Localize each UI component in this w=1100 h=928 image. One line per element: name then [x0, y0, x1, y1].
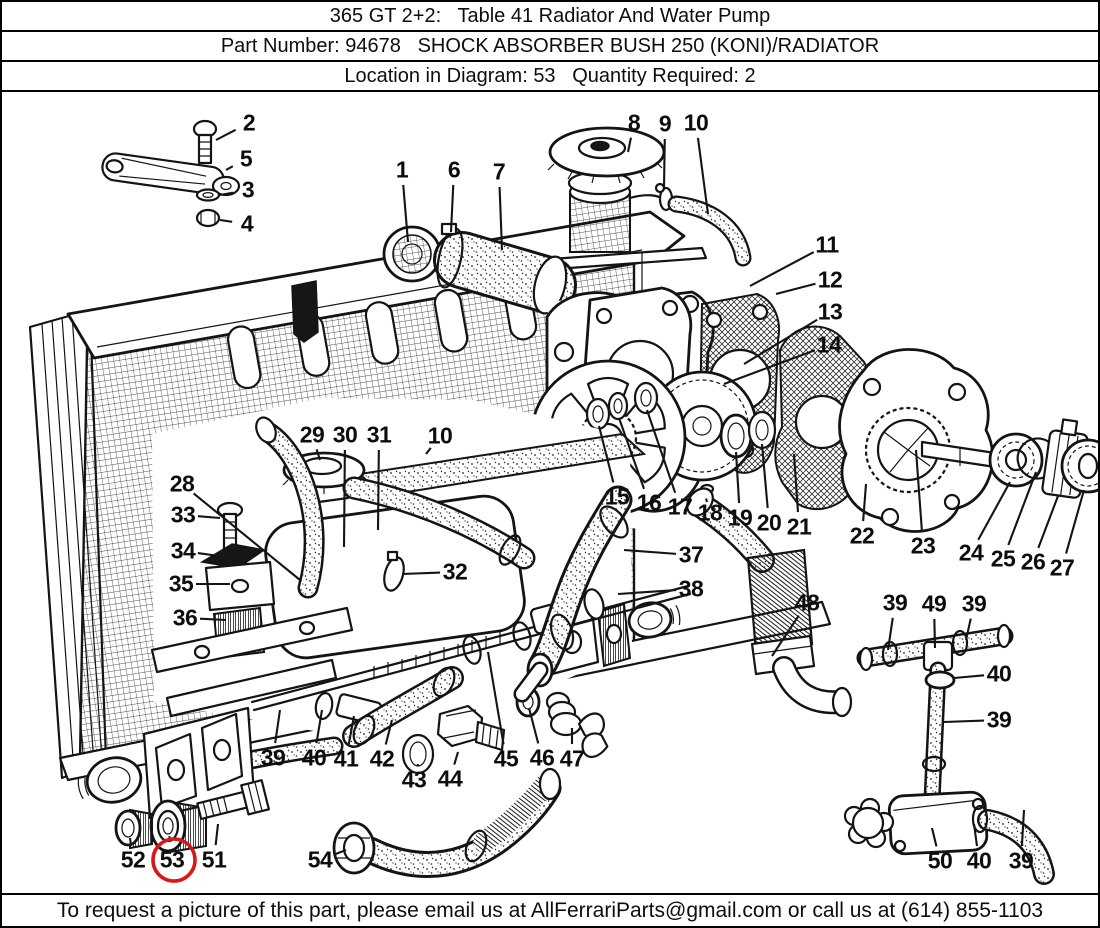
leader-line-44 — [453, 751, 460, 765]
leader-line-40 — [315, 709, 324, 744]
engine-pipe-rod — [250, 584, 692, 712]
leader-line-9 — [662, 138, 666, 189]
leader-line-48 — [771, 614, 800, 657]
braided-hose — [686, 487, 853, 718]
leader-line-14 — [723, 349, 816, 385]
leader-line-50 — [930, 827, 938, 847]
leader-line-1 — [402, 184, 410, 243]
leader-line-39 — [1020, 809, 1026, 847]
footer-contact-bar: To request a picture of this part, pleas… — [2, 893, 1098, 926]
heater-tee-assembly — [843, 623, 1055, 885]
leader-line-24 — [977, 481, 1011, 541]
leader-line-22 — [862, 483, 868, 522]
leader-line-36 — [199, 617, 227, 622]
leader-line-28 — [192, 492, 301, 581]
leader-line-7 — [498, 186, 504, 251]
leader-line-45 — [486, 651, 505, 745]
leader-line-39 — [964, 618, 972, 641]
leader-line-5 — [225, 165, 234, 171]
leader-line-10 — [696, 137, 710, 215]
leader-line-32 — [401, 571, 441, 576]
page-title: 365 GT 2+2: Table 41 Radiator And Water … — [329, 4, 771, 27]
highlighted-part-ring — [151, 837, 197, 883]
leader-line-21 — [792, 453, 800, 513]
leader-lines — [128, 128, 1086, 856]
leader-line-15 — [597, 425, 615, 483]
leader-line-16 — [618, 417, 645, 490]
water-pump-exploded — [529, 282, 1098, 534]
leader-line-11 — [749, 251, 815, 287]
bush-mount-parts — [77, 706, 270, 854]
leader-line-40 — [972, 823, 979, 847]
leader-line-10 — [425, 447, 432, 455]
leader-line-27 — [1065, 489, 1086, 554]
leader-line-33 — [197, 515, 221, 520]
leader-line-30 — [342, 449, 346, 548]
leader-line-39 — [886, 617, 894, 651]
leader-line-20 — [760, 443, 769, 509]
leader-line-40 — [953, 674, 985, 680]
leader-line-2 — [215, 128, 237, 141]
leader-line-6 — [449, 184, 455, 233]
leader-line-17 — [646, 409, 677, 494]
leader-line-13 — [743, 318, 818, 365]
bottom-hose — [332, 767, 562, 878]
leader-line-52 — [128, 837, 133, 846]
leader-line-49 — [933, 618, 937, 649]
leader-line-8 — [626, 137, 632, 153]
leader-line-38 — [617, 588, 677, 596]
leader-line-4 — [219, 218, 233, 223]
part-number-line: Part Number: 94678 SHOCK ABSORBER BUSH 2… — [220, 34, 880, 57]
leader-line-19 — [734, 451, 741, 504]
leader-line-26 — [1037, 495, 1059, 549]
location-quantity-line: Location in Diagram: 53 Quantity Require… — [344, 64, 756, 87]
pump-inlet-hose — [513, 485, 633, 703]
header-title-row: 365 GT 2+2: Table 41 Radiator And Water … — [2, 2, 1098, 32]
leader-line-23 — [914, 449, 923, 532]
leader-line-41 — [347, 715, 356, 745]
leader-line-25 — [1007, 471, 1037, 546]
leader-line-31 — [376, 449, 380, 531]
leader-line-12 — [775, 282, 816, 296]
leader-line-42 — [384, 719, 394, 745]
leader-line-51 — [214, 823, 220, 846]
tap-knob — [843, 797, 895, 849]
upper-hose — [433, 222, 577, 315]
leader-line-34 — [197, 552, 220, 558]
leader-line-18 — [705, 498, 709, 503]
footer-contact-text: To request a picture of this part, pleas… — [56, 898, 1044, 922]
highlight-layer — [151, 837, 197, 883]
leader-line-39 — [943, 719, 985, 724]
header-part-row: Part Number: 94678 SHOCK ABSORBER BUSH 2… — [2, 32, 1098, 62]
filler-cap-assembly — [536, 126, 752, 312]
leader-line-46 — [527, 707, 540, 744]
leader-line-37 — [623, 548, 677, 555]
leader-line-29 — [315, 448, 322, 461]
leader-line-54 — [333, 849, 347, 856]
mounting-bracket-parts — [101, 119, 241, 228]
header-location-row: Location in Diagram: 53 Quantity Require… — [2, 62, 1098, 92]
leader-line-39 — [274, 709, 282, 744]
leader-line-3 — [219, 191, 234, 197]
